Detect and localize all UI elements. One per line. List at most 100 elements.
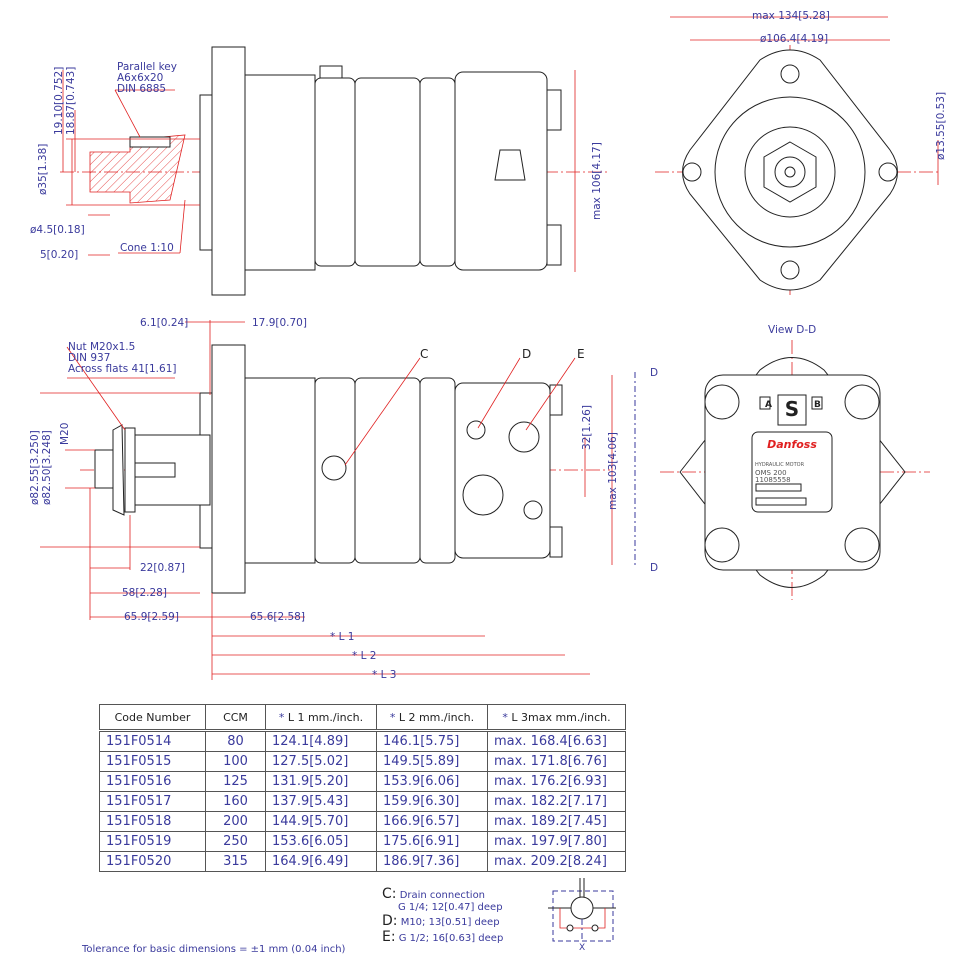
svg-text:Cone 1:10: Cone 1:10 (120, 242, 174, 254)
code-number-table: Code Number CCM * L 1 mm./inch. * L 2 mm… (99, 704, 626, 872)
svg-text:max 134[5.28]: max 134[5.28] (752, 10, 830, 22)
table-cell: max. 197.9[7.80] (487, 831, 626, 852)
svg-text:B: B (814, 400, 821, 410)
table-cell: 80 (205, 730, 266, 752)
nut (112, 424, 125, 516)
table-cell: 200 (205, 811, 266, 832)
table-cell: 151F0514 (99, 730, 206, 752)
tolerance-note: Tolerance for basic dimensions = ±1 mm (… (82, 944, 346, 955)
lower-side-view: 6.1[0.24] 17.9[0.70] Nut M20x1.5 DIN 937… (29, 317, 658, 681)
svg-text:ø82.50[3.248]: ø82.50[3.248] (41, 430, 53, 505)
table-cell: 175.6[6.91] (376, 831, 488, 852)
svg-text:17.9[0.70]: 17.9[0.70] (252, 317, 307, 329)
svg-text:HYDRAULIC MOTOR: HYDRAULIC MOTOR (755, 462, 805, 468)
pilot (199, 94, 213, 251)
svg-text:18.87[0.743]: 18.87[0.743] (65, 67, 77, 135)
motor-symbol (570, 896, 594, 920)
svg-text:DIN 937: DIN 937 (68, 352, 110, 364)
table-cell: max. 209.2[8.24] (487, 851, 626, 872)
table-cell: 164.9[6.49] (265, 851, 377, 872)
table-cell: 160 (205, 791, 266, 812)
svg-text:max 103[4.06]: max 103[4.06] (607, 432, 619, 510)
svg-text:M20: M20 (59, 423, 71, 445)
sauer-logo (777, 394, 807, 426)
table-cell: 151F0520 (99, 851, 206, 872)
nut (763, 141, 817, 203)
svg-text:* L 2: * L 2 (352, 650, 376, 662)
svg-text:DIN 6885: DIN 6885 (117, 83, 166, 95)
table-cell: max. 168.4[6.63] (487, 730, 626, 752)
svg-text:ø35[1.38]: ø35[1.38] (37, 144, 49, 195)
nameplate (751, 431, 833, 513)
top-side-view: Parallel key A6x6x20 DIN 6885 19.10[0.75… (30, 46, 610, 296)
table-cell: 146.1[5.75] (376, 730, 488, 752)
table-cell: 100 (205, 751, 266, 772)
svg-text:22[0.87]: 22[0.87] (140, 562, 185, 574)
svg-text:ø4.5[0.18]: ø4.5[0.18] (30, 224, 85, 236)
table-cell: 153.9[6.06] (376, 771, 488, 792)
svg-text:OMS 200: OMS 200 (755, 469, 787, 477)
svg-text:D: D (650, 562, 658, 574)
flange (211, 46, 246, 296)
table-cell: 186.9[7.36] (376, 851, 488, 872)
table-cell: 151F0518 (99, 811, 206, 832)
port-notes: C: Drain connection G 1/4; 12[0.47] deep… (382, 886, 504, 945)
table-cell: max. 182.2[7.17] (487, 791, 626, 812)
table-cell: 125 (205, 771, 266, 792)
svg-text:11085558: 11085558 (755, 476, 791, 484)
svg-text:58[2.28]: 58[2.28] (122, 587, 167, 599)
table-cell: 127.5[5.02] (265, 751, 377, 772)
table-cell: 144.9[5.70] (265, 811, 377, 832)
table-cell: 151F0515 (99, 751, 206, 772)
svg-text:65.9[2.59]: 65.9[2.59] (124, 611, 179, 623)
table-cell: 315 (205, 851, 266, 872)
svg-text:ø13.55[0.53]: ø13.55[0.53] (935, 92, 947, 160)
view-dd: S A B Danfoss HYDRAULIC MOTOR OMS 200 11… (660, 324, 930, 600)
bolt-hole (682, 162, 702, 182)
port-e (508, 421, 540, 453)
svg-text:6.1[0.24]: 6.1[0.24] (140, 317, 188, 329)
front-view: max 134[5.28] ø106.4[4.19] ø13.55[0.53] (655, 10, 947, 295)
svg-text:C: C (420, 347, 428, 361)
svg-text:ø82.55[3.250]: ø82.55[3.250] (29, 430, 41, 505)
svg-text:Across flats 41[1.61]: Across flats 41[1.61] (68, 363, 176, 375)
port-c (321, 455, 347, 481)
svg-text:32[1.26]: 32[1.26] (581, 405, 593, 450)
svg-text:5[0.20]: 5[0.20] (40, 249, 78, 261)
table-cell: 131.9[5.20] (265, 771, 377, 792)
svg-text:19.10[0.752]: 19.10[0.752] (53, 67, 65, 135)
table-cell: 166.9[6.57] (376, 811, 488, 832)
table-cell: max. 171.8[6.76] (487, 751, 626, 772)
svg-text:A6x6x20: A6x6x20 (117, 72, 163, 84)
hydraulic-symbol: X (548, 878, 616, 953)
svg-text:D: D (650, 367, 658, 379)
table-cell: 149.5[5.89] (376, 751, 488, 772)
table-cell: 151F0517 (99, 791, 206, 812)
svg-text:View D-D: View D-D (768, 324, 816, 336)
key-note: Parallel key (117, 61, 177, 73)
table-cell: 153.6[6.05] (265, 831, 377, 852)
svg-text:* L 3: * L 3 (372, 669, 396, 681)
table-header: Code Number CCM * L 1 mm./inch. * L 2 mm… (99, 704, 626, 732)
table-cell: max. 176.2[6.93] (487, 771, 626, 792)
port-d (466, 420, 486, 440)
svg-text:A: A (765, 400, 772, 410)
table-cell: 151F0516 (99, 771, 206, 792)
table-cell: max. 189.2[7.45] (487, 811, 626, 832)
bearing-housing (244, 74, 316, 271)
table-cell: 250 (205, 831, 266, 852)
table-cell: 151F0519 (99, 831, 206, 852)
svg-text:S: S (785, 397, 799, 421)
svg-text:max 106[4.17]: max 106[4.17] (591, 142, 603, 220)
svg-text:* L 1: * L 1 (330, 631, 354, 643)
svg-text:ø106.4[4.19]: ø106.4[4.19] (760, 33, 828, 45)
svg-text:Danfoss: Danfoss (767, 438, 817, 451)
